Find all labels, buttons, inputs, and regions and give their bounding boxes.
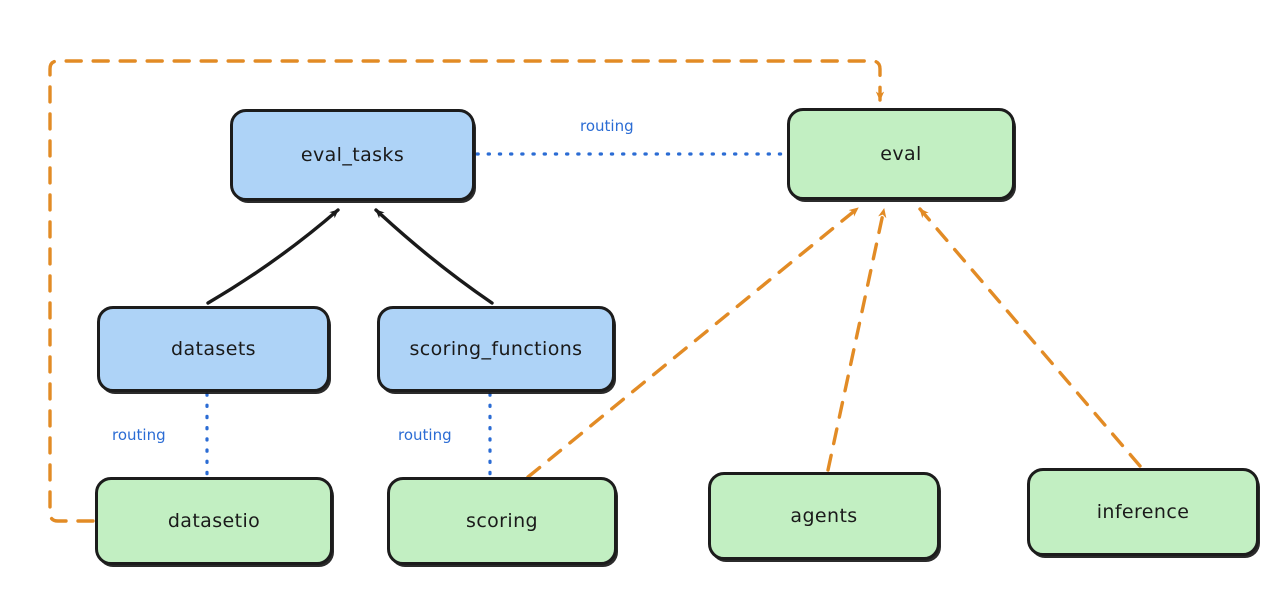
edge-scoring-to-eval — [526, 206, 860, 479]
edge-label-routing-scoring-functions: routing — [398, 426, 452, 444]
node-label: eval — [880, 143, 922, 165]
node-label: datasetio — [167, 510, 261, 532]
node-label: datasets — [171, 338, 256, 360]
node-eval-tasks[interactable]: eval_tasks — [230, 109, 475, 201]
node-datasets[interactable]: datasets — [97, 306, 330, 392]
node-label: agents — [790, 505, 858, 527]
edge-label-routing-datasets: routing — [112, 426, 166, 444]
node-eval[interactable]: eval — [787, 108, 1015, 200]
node-agents[interactable]: agents — [708, 472, 940, 560]
edge-agents-to-eval — [826, 207, 887, 472]
edge-inference-to-eval — [918, 207, 1142, 468]
edge-datasetio-to-eval — [48, 59, 885, 523]
node-label: scoring — [466, 510, 538, 532]
node-scoring-functions[interactable]: scoring_functions — [377, 306, 615, 392]
node-label: eval_tasks — [300, 144, 405, 166]
node-datasetio[interactable]: datasetio — [95, 477, 333, 565]
edge-scoring-functions-to-eval-tasks — [374, 208, 494, 305]
node-scoring[interactable]: scoring — [387, 477, 617, 565]
node-inference[interactable]: inference — [1027, 468, 1259, 556]
edge-datasets-to-eval-tasks — [206, 208, 340, 305]
node-label: inference — [1096, 501, 1190, 523]
node-label: scoring_functions — [409, 338, 583, 360]
edge-label-routing-eval-tasks: routing — [580, 117, 634, 135]
